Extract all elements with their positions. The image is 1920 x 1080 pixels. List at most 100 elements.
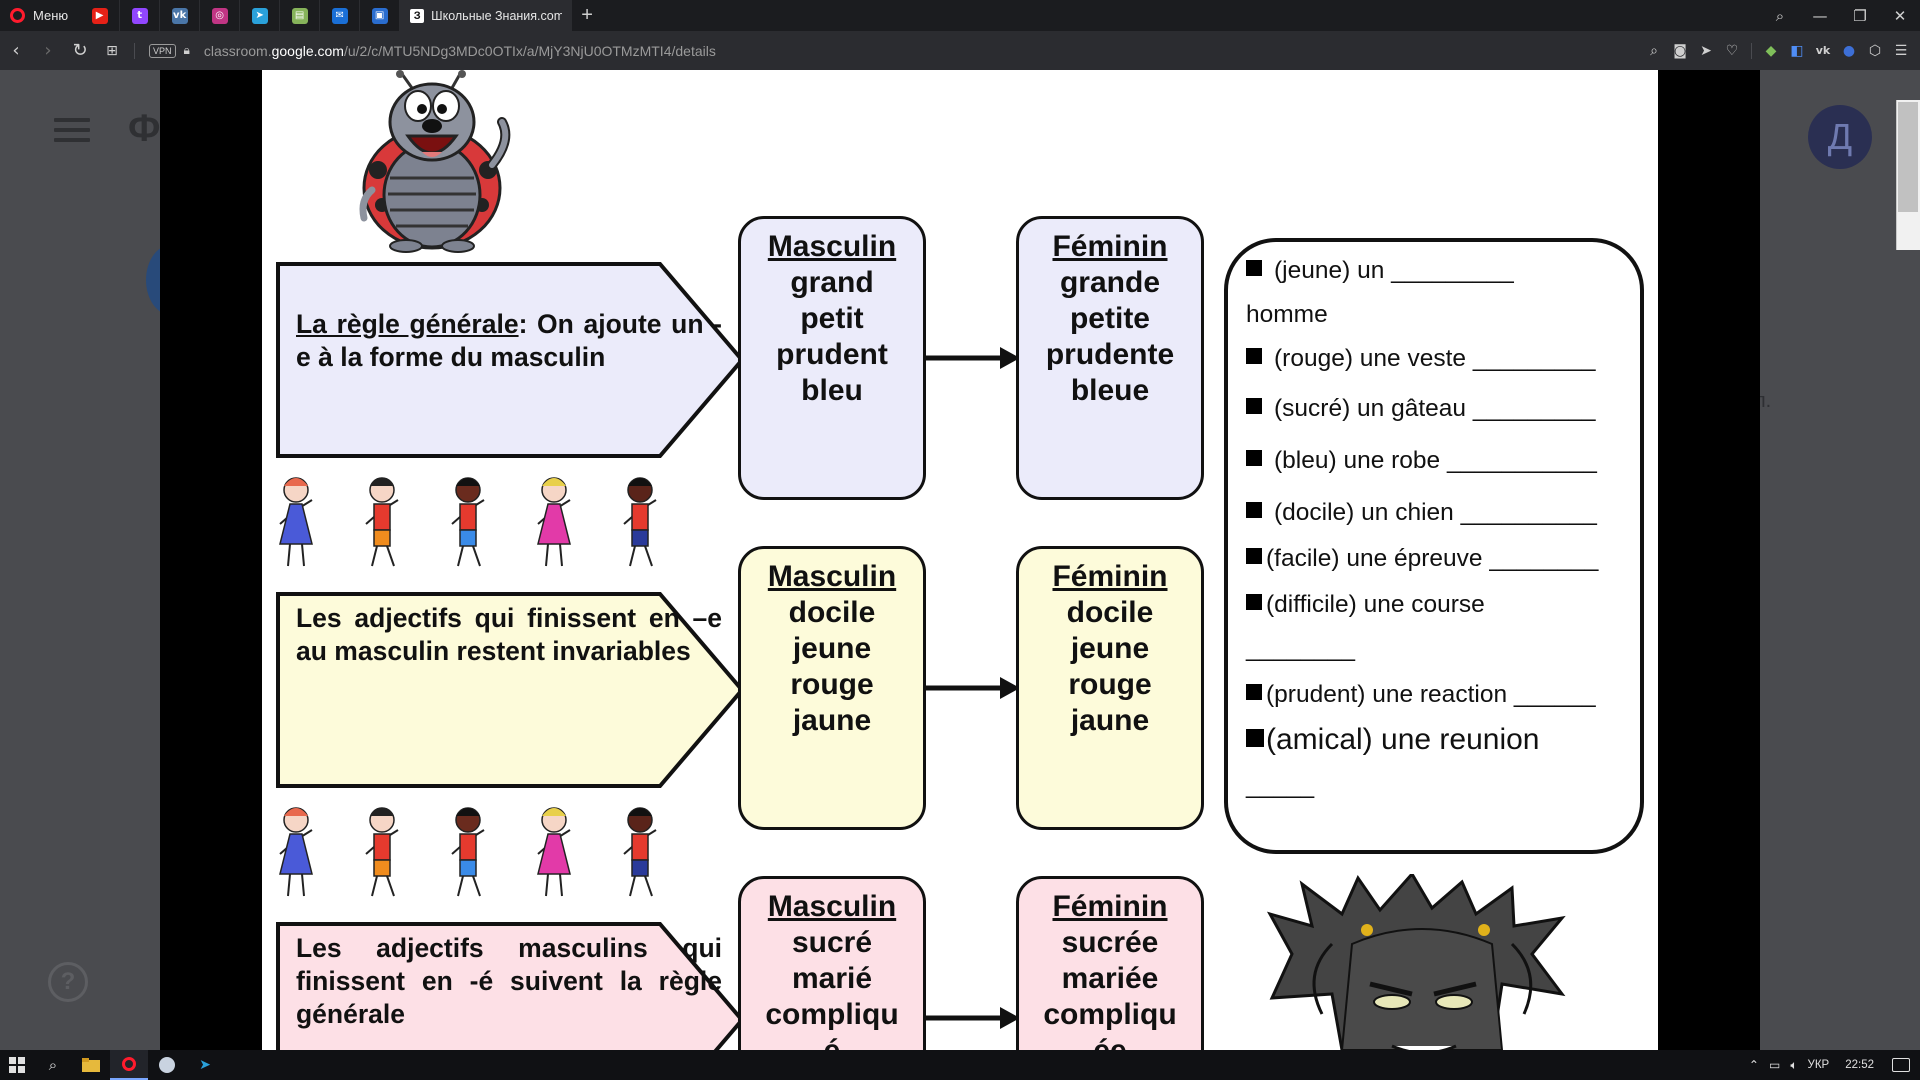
clock[interactable]: 22:52 [1845,1059,1874,1071]
vk-extension-icon[interactable]: vk [1815,44,1831,57]
send-icon[interactable]: ➤ [1700,42,1712,59]
snapshot-icon[interactable]: ◙ [1673,42,1687,59]
rule-box-accent: Les adjectifs masculins qui finissent en… [276,922,746,1050]
masculine-header: Masculin [767,230,897,263]
bullet-square-icon [1246,548,1262,564]
word: rouge [790,668,874,701]
word: jeune [1070,632,1150,665]
children-illustration [279,477,657,567]
word: é [741,1033,923,1050]
pinned-tab[interactable]: ▶ [80,0,121,31]
exercise-continuation: homme [1246,301,1328,328]
volume-icon[interactable]: 🔈︎ [1790,1057,1798,1072]
bullet-square-icon [1246,594,1262,610]
steam-icon[interactable] [148,1050,186,1080]
tab-search-icon[interactable]: ⌕ [1775,6,1785,25]
pinned-tab[interactable]: ✉ [320,0,361,31]
exercise-item: (bleu) une robe ___________ [1246,446,1624,476]
network-icon[interactable]: ▭ [1768,1058,1781,1072]
windows-start-icon[interactable] [0,1050,34,1080]
youtube-icon: ▶ [91,7,108,24]
word: bleu [801,374,863,407]
help-icon[interactable]: ? [48,962,88,1002]
vk-icon: vk [171,7,188,24]
translate-icon[interactable]: ◧ [1790,42,1804,59]
zoom-icon[interactable]: ⌕ [1650,42,1658,59]
word: prudent [776,338,888,371]
rule-box-invariable: Les adjectifs qui finissent en –e au mas… [276,592,746,788]
telegram-icon: ➤ [251,7,268,24]
pinned-tab[interactable]: ▣ [360,0,401,31]
word: mariée [1061,962,1159,995]
url-field[interactable]: classroom.google.com/u/2/c/MTU5NDg3MDc0O… [204,43,716,59]
child-figure [365,477,399,567]
hamburger-menu-icon[interactable] [54,118,90,142]
reload-icon[interactable]: ↻ [72,40,88,61]
heart-icon[interactable]: ♡ [1725,42,1739,59]
exercise-item: (rouge) une veste _________ [1246,344,1624,374]
exercise-item: (prudent) une reaction ______ [1246,680,1624,710]
bullet-square-icon [1246,260,1262,276]
masculine-box-general: Masculin grand petit prudent bleu [738,216,926,500]
word: marié [791,962,873,995]
vpn-badge[interactable]: VPN [149,43,176,58]
pinned-tab[interactable]: t [120,0,161,31]
word: grande [1059,266,1161,299]
masculine-header: Masculin [767,560,897,593]
pinned-tab[interactable]: ▤ [280,0,321,31]
divider [1751,42,1752,59]
extension-icon[interactable]: ◆ [1765,42,1777,59]
feminine-header: Féminin [1052,890,1168,923]
feminine-header: Féminin [1052,560,1168,593]
znanija-favicon-icon: З [410,8,425,23]
child-figure [365,807,399,897]
exercise-item: (sucré) un gâteau _________ [1246,394,1624,424]
opera-menu-button[interactable]: Меню [0,0,80,31]
url-prefix: classroom. [203,42,272,59]
word: docile [1066,596,1154,629]
feminine-header: Féminin [1052,230,1168,263]
feminine-box-general: Féminin grande petite prudente bleue [1016,216,1204,500]
search-icon[interactable]: ⌕ [48,1056,58,1074]
lock-icon[interactable]: 🔒︎ [183,43,190,57]
word: grand [790,266,874,299]
tray-expand-icon[interactable]: ⌃ [1748,1058,1759,1072]
exercise-item: (difficile) une course________ [1246,590,1624,664]
classroom-icon: ▣ [371,7,388,24]
notifications-icon[interactable] [1892,1058,1910,1072]
forward-icon[interactable]: › [44,40,52,61]
page-viewport: Ф л. Д ? [0,70,1920,1050]
pinned-tab[interactable]: ➤ [240,0,281,31]
file-explorer-icon[interactable] [72,1050,110,1080]
rule-box-general: La règle générale: On ajoute un -e à la … [276,262,746,458]
bullet-square-icon [1246,398,1262,414]
bullet-square-icon [1246,348,1262,364]
pinned-tab[interactable]: ◎ [200,0,241,31]
bullet-square-icon [1246,729,1264,747]
new-tab-button[interactable]: + [581,4,593,26]
back-icon[interactable]: ‹ [12,40,20,61]
opera-logo-icon [10,8,25,23]
vpn-extension-icon[interactable]: ● [1842,42,1856,59]
scrollbar-thumb[interactable] [1898,102,1918,212]
exercise-item: (facile) une épreuve ________ [1246,544,1624,574]
close-button[interactable]: ✕ [1893,6,1907,25]
child-figure [623,807,657,897]
restore-button[interactable]: ❐ [1853,6,1867,25]
easy-setup-icon[interactable]: ☰ [1894,42,1908,59]
rule-text-accent: Les adjectifs masculins qui finissent en… [296,933,722,1029]
telegram-taskbar-icon[interactable]: ➤ [199,1057,211,1073]
word: petite [1069,302,1150,335]
pinned-tab[interactable]: vk [160,0,201,31]
cube-icon[interactable]: ⬡ [1868,42,1882,59]
language-indicator[interactable]: УКР [1807,1059,1830,1071]
tab-grid-icon[interactable]: ⊞ [106,42,118,59]
masculine-header: Masculin [767,890,897,923]
child-figure [279,477,313,567]
masculine-box-invariable: Masculin docile jeune rouge jaune [738,546,926,830]
account-avatar[interactable]: Д [1808,105,1872,169]
active-tab[interactable]: З Школьные Знания.com - Зн [400,0,573,31]
opera-taskbar-icon[interactable] [110,1050,148,1080]
minimize-button[interactable]: — [1812,6,1828,25]
bullet-square-icon [1246,502,1262,518]
